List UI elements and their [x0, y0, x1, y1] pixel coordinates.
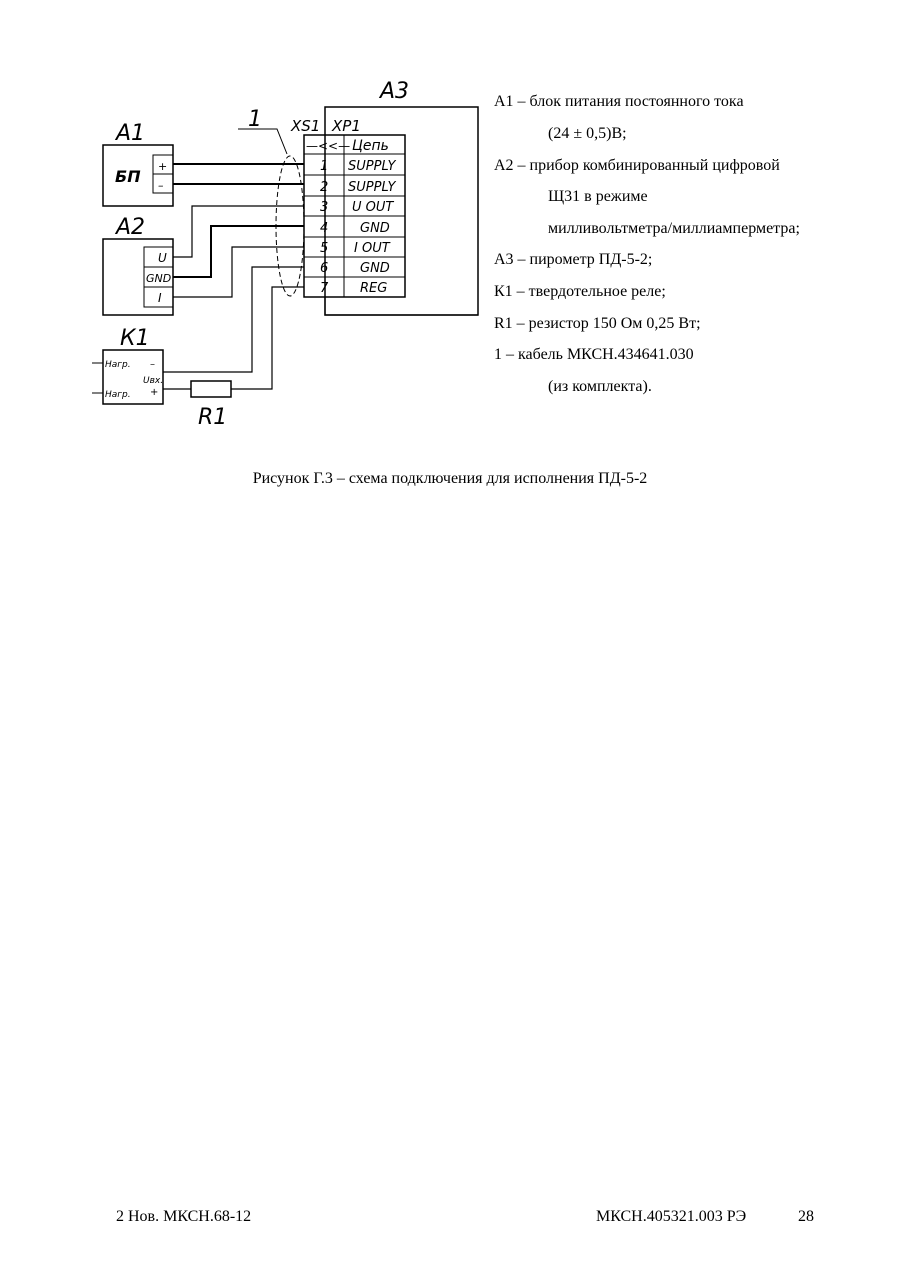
- a2-terminal-gnd: GND: [146, 272, 171, 285]
- pin-number: 6: [320, 261, 328, 276]
- pin-signal: GND: [360, 261, 390, 276]
- a1-label: БП: [115, 167, 141, 186]
- r1-resistor: [190, 380, 232, 398]
- footer-page-number: 28: [798, 1208, 814, 1225]
- a2-terminal-u: U: [158, 251, 167, 265]
- connector-header-symbol: —<<—: [306, 139, 350, 153]
- a3-ref: А3: [378, 79, 409, 104]
- pin-signal: GND: [360, 221, 390, 236]
- k1-plus-label: +: [150, 387, 158, 398]
- wires: [163, 163, 478, 390]
- legend-item: Щ31 в режиме: [548, 188, 648, 205]
- pin-number: 2: [320, 180, 328, 195]
- k1-load-label: Нагр.: [105, 360, 131, 370]
- a1-ref: А1: [114, 121, 145, 146]
- k1-load-label: Нагр.: [105, 390, 131, 400]
- footer-revision: 2 Нов. МКСН.68-12: [116, 1208, 252, 1225]
- pin-signal: U OUT: [352, 200, 394, 215]
- cable-ref: 1: [248, 107, 262, 132]
- legend-item: милливольтметра/миллиамперметра;: [548, 220, 800, 237]
- legend-item: К1 – твердотельное реле;: [494, 283, 666, 300]
- connector-header-label: Цепь: [352, 138, 389, 154]
- k1-uin-label: Uвх.: [143, 376, 163, 386]
- legend-item: А2 – прибор комбинированный цифровой: [494, 157, 780, 174]
- figure-caption: Рисунок Г.3 – схема подключения для испо…: [252, 470, 648, 487]
- pin-signal: REG: [360, 281, 387, 296]
- a1-terminal-plus: +: [158, 160, 167, 173]
- pin-signal: I OUT: [354, 241, 391, 256]
- legend-item: А1 – блок питания постоянного тока: [494, 93, 744, 110]
- pin-number: 1: [320, 159, 328, 174]
- legend-item: R1 – резистор 150 Ом 0,25 Вт;: [494, 315, 701, 332]
- a1-terminal-minus: –: [158, 179, 164, 192]
- pin-number: 3: [320, 200, 328, 215]
- legend-item: 1 – кабель МКСН.434641.030: [494, 346, 694, 363]
- xs1-label: XS1: [290, 117, 320, 135]
- pin-number: 5: [320, 241, 328, 256]
- k1-ref: К1: [120, 326, 150, 351]
- a2-ref: А2: [114, 215, 145, 240]
- cable-leader: [238, 128, 288, 155]
- legend-item: А3 – пирометр ПД-5-2;: [494, 251, 653, 268]
- k1-block: [102, 349, 164, 405]
- footer-doc-number: МКСН.405321.003 РЭ: [596, 1208, 747, 1225]
- pin-signal: SUPPLY: [348, 159, 396, 174]
- connector-table: —<<— Цепь 1 SUPPLY 2 SUPPLY 3 U OUT 4 GN…: [303, 134, 406, 298]
- pin-number: 4: [320, 221, 328, 236]
- k1-minus-label: –: [150, 359, 155, 370]
- r1-ref: R1: [198, 405, 227, 430]
- legend-item: (24 ± 0,5)В;: [548, 125, 627, 142]
- a2-terminal-i: I: [158, 291, 162, 305]
- wiring-schematic: А3 XS1 XP1 —<<— Цепь 1 SUPPLY 2 SUPPLY 3…: [92, 79, 479, 430]
- cable-outline: [275, 155, 305, 297]
- legend-item: (из комплекта).: [548, 378, 652, 395]
- pin-signal: SUPPLY: [348, 180, 396, 195]
- xp1-label: XP1: [331, 117, 361, 135]
- pin-number: 7: [320, 281, 329, 296]
